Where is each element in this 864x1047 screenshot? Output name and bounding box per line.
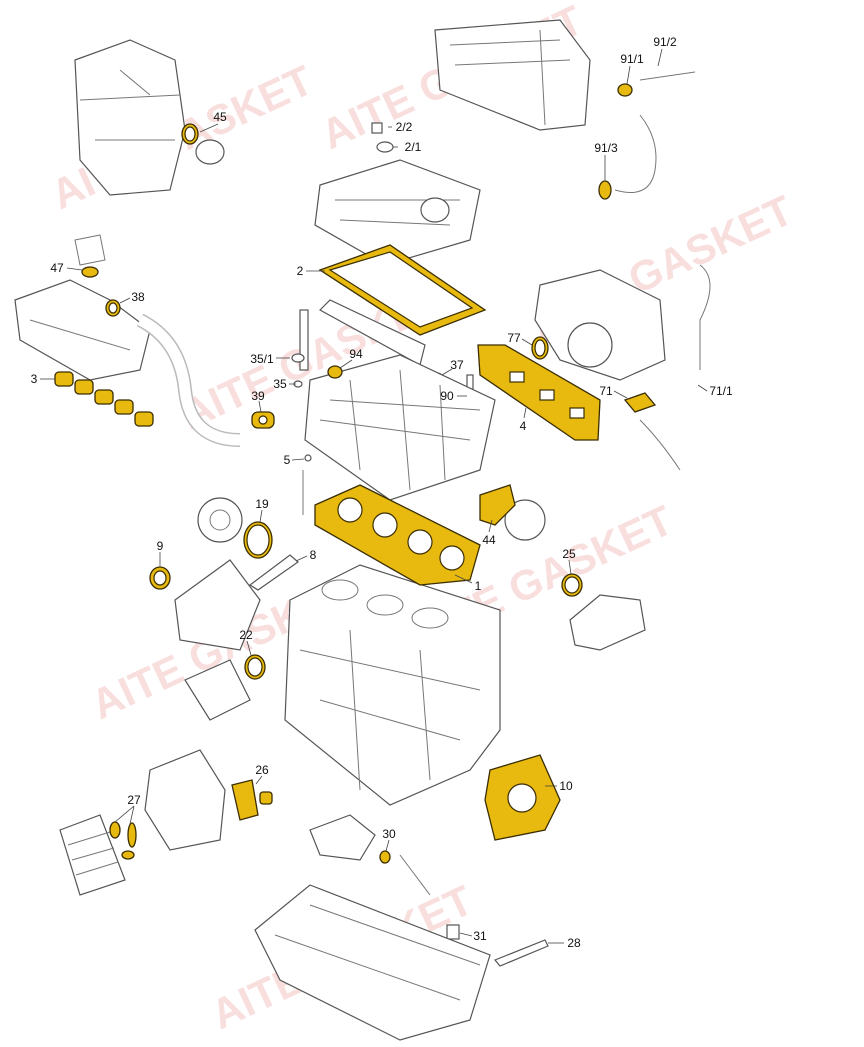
label-19: 19 [255, 497, 269, 511]
air-filter-housing [74, 39, 225, 196]
intake-gasket-3 [54, 371, 154, 427]
gasket-44 [479, 484, 516, 526]
label-45: 45 [213, 110, 227, 124]
label-25: 25 [562, 547, 576, 561]
gasket-47 [81, 266, 99, 278]
label-31: 31 [473, 929, 487, 943]
sealant-tube [248, 554, 299, 591]
label-91-2: 91/2 [653, 35, 677, 49]
cylinder-head [302, 354, 496, 515]
label-28: 28 [567, 936, 581, 950]
leader-lines [40, 48, 708, 944]
engine-block [284, 564, 501, 806]
label-1: 1 [475, 579, 482, 593]
label-91-1: 91/1 [620, 52, 644, 66]
gasket-26 [231, 779, 259, 821]
label-35: 35 [273, 377, 287, 391]
label-22: 22 [239, 628, 253, 642]
label-4: 4 [520, 419, 527, 433]
oil-pump [309, 814, 460, 940]
label-8: 8 [310, 548, 317, 562]
gasket-91-3 [598, 180, 612, 200]
label-27: 27 [127, 793, 141, 807]
label-71: 71 [599, 384, 613, 398]
label-90: 90 [440, 389, 454, 403]
water-pump [174, 497, 261, 721]
label-71-1: 71/1 [709, 384, 733, 398]
oil-pan [254, 884, 549, 1041]
o-ring-27 [109, 821, 121, 839]
seal-94 [327, 365, 343, 379]
label-38: 38 [131, 290, 145, 304]
label-5: 5 [284, 453, 291, 467]
turbocharger [534, 264, 711, 471]
label-44: 44 [482, 533, 496, 547]
valve-cover [314, 122, 481, 266]
label-9: 9 [157, 539, 164, 553]
gasket-71 [623, 392, 657, 413]
vacuum-pump [504, 499, 546, 541]
label-30: 30 [382, 827, 396, 841]
label-10: 10 [559, 779, 573, 793]
thermostat-housing [569, 594, 646, 651]
oil-filter-housing [59, 749, 226, 896]
label-3: 3 [31, 372, 38, 386]
label-94: 94 [349, 347, 363, 361]
label-77: 77 [507, 331, 521, 345]
o-ring-30 [379, 850, 391, 864]
egr-cooler [434, 19, 696, 193]
label-35-1: 35/1 [250, 352, 274, 366]
label-2-2: 2/2 [396, 120, 413, 134]
label-2: 2 [297, 264, 304, 278]
label-37: 37 [450, 358, 464, 372]
gaskets [54, 83, 657, 864]
gasket-91-1 [617, 83, 633, 97]
label-47: 47 [50, 261, 64, 275]
label-39: 39 [251, 389, 265, 403]
label-26: 26 [255, 763, 269, 777]
label-2-1: 2/1 [405, 140, 422, 154]
part-labels: 45 2/2 2/1 91/1 91/2 91/3 47 38 2 77 35/… [31, 35, 733, 950]
label-91-3: 91/3 [594, 141, 618, 155]
